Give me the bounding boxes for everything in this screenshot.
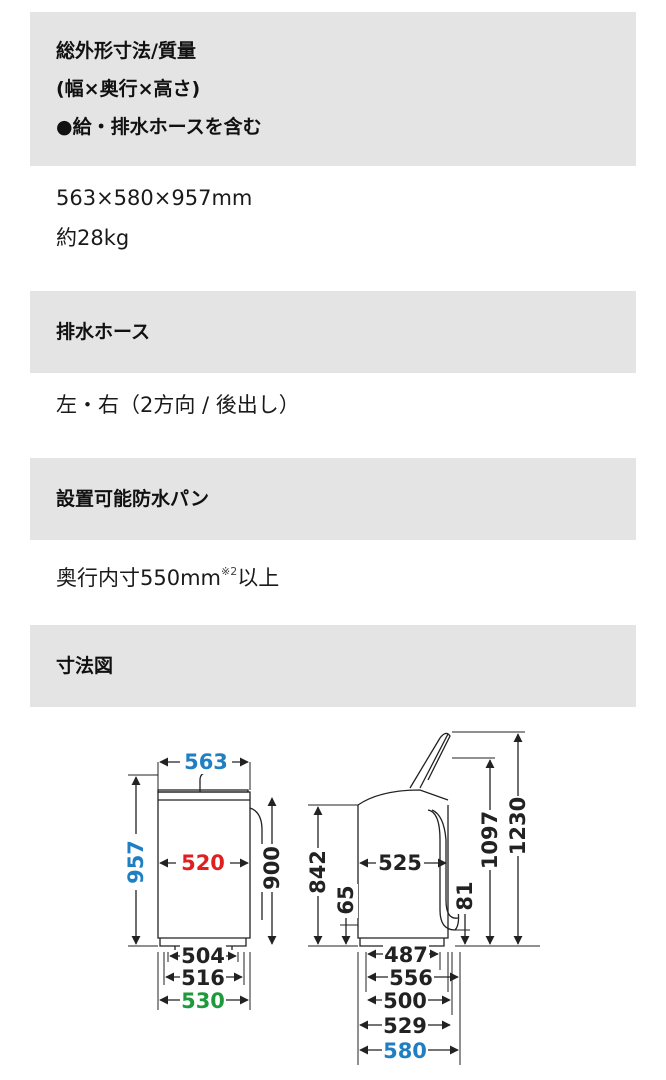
drain-hose-heading: 排水ホース <box>56 321 151 343</box>
dimensions-weight-value: 563×580×957mm 約28kg <box>56 178 252 258</box>
side-dim-65: 65 <box>334 885 358 914</box>
drain-pan-value-main: 奥行内寸550mm <box>56 566 221 590</box>
side-view-machine <box>357 732 460 947</box>
drain-hose-header: 排水ホース <box>30 291 636 373</box>
side-dim-556: 556 <box>389 966 433 990</box>
dimensions-weight-heading-line-1: 総外形寸法/質量 <box>56 40 196 62</box>
dimensions-value: 563×580×957mm <box>56 186 253 210</box>
front-dim-957: 957 <box>124 840 148 884</box>
side-dim-81: 81 <box>453 881 477 910</box>
dimension-drawing-heading: 寸法図 <box>56 655 114 677</box>
front-dim-563: 563 <box>184 750 228 774</box>
dimensions-weight-header: 総外形寸法/質量 (幅×奥行×高さ) ●給・排水ホースを含む <box>30 12 636 166</box>
front-dim-520: 520 <box>181 851 225 875</box>
drain-pan-heading: 設置可能防水パン <box>56 488 209 510</box>
side-dim-500: 500 <box>383 989 427 1013</box>
side-dim-580: 580 <box>383 1039 427 1063</box>
front-dim-530: 530 <box>181 989 225 1013</box>
drain-pan-value-suffix: 以上 <box>237 566 280 590</box>
side-dim-529: 529 <box>383 1014 427 1038</box>
side-dim-487: 487 <box>384 943 428 967</box>
side-dim-1097: 1097 <box>478 811 502 869</box>
drain-hose-value: 左・右（2方向 / 後出し） <box>56 385 300 425</box>
dimensions-weight-heading-line-3: ●給・排水ホースを含む <box>56 116 262 138</box>
drain-pan-footnote-mark: ※2 <box>221 565 238 578</box>
dimension-drawing: 563 957 520 900 504 516 530 842 65 525 8… <box>124 731 540 1065</box>
side-dim-1230: 1230 <box>506 797 530 855</box>
dimension-drawing-header: 寸法図 <box>30 625 636 707</box>
front-dim-504: 504 <box>181 944 225 968</box>
drain-pan-header: 設置可能防水パン <box>30 458 636 540</box>
drain-pan-value: 奥行内寸550mm※2以上 <box>56 552 279 592</box>
front-dim-516: 516 <box>181 966 225 990</box>
weight-value: 約28kg <box>56 226 130 250</box>
side-dim-525: 525 <box>378 851 422 875</box>
drain-hose-value-text: 左・右（2方向 / 後出し） <box>56 393 300 417</box>
front-view-machine <box>157 771 263 950</box>
dimensions-weight-heading-line-2: (幅×奥行×高さ) <box>56 78 201 100</box>
front-dim-900: 900 <box>260 846 284 890</box>
side-dim-842: 842 <box>306 850 330 894</box>
